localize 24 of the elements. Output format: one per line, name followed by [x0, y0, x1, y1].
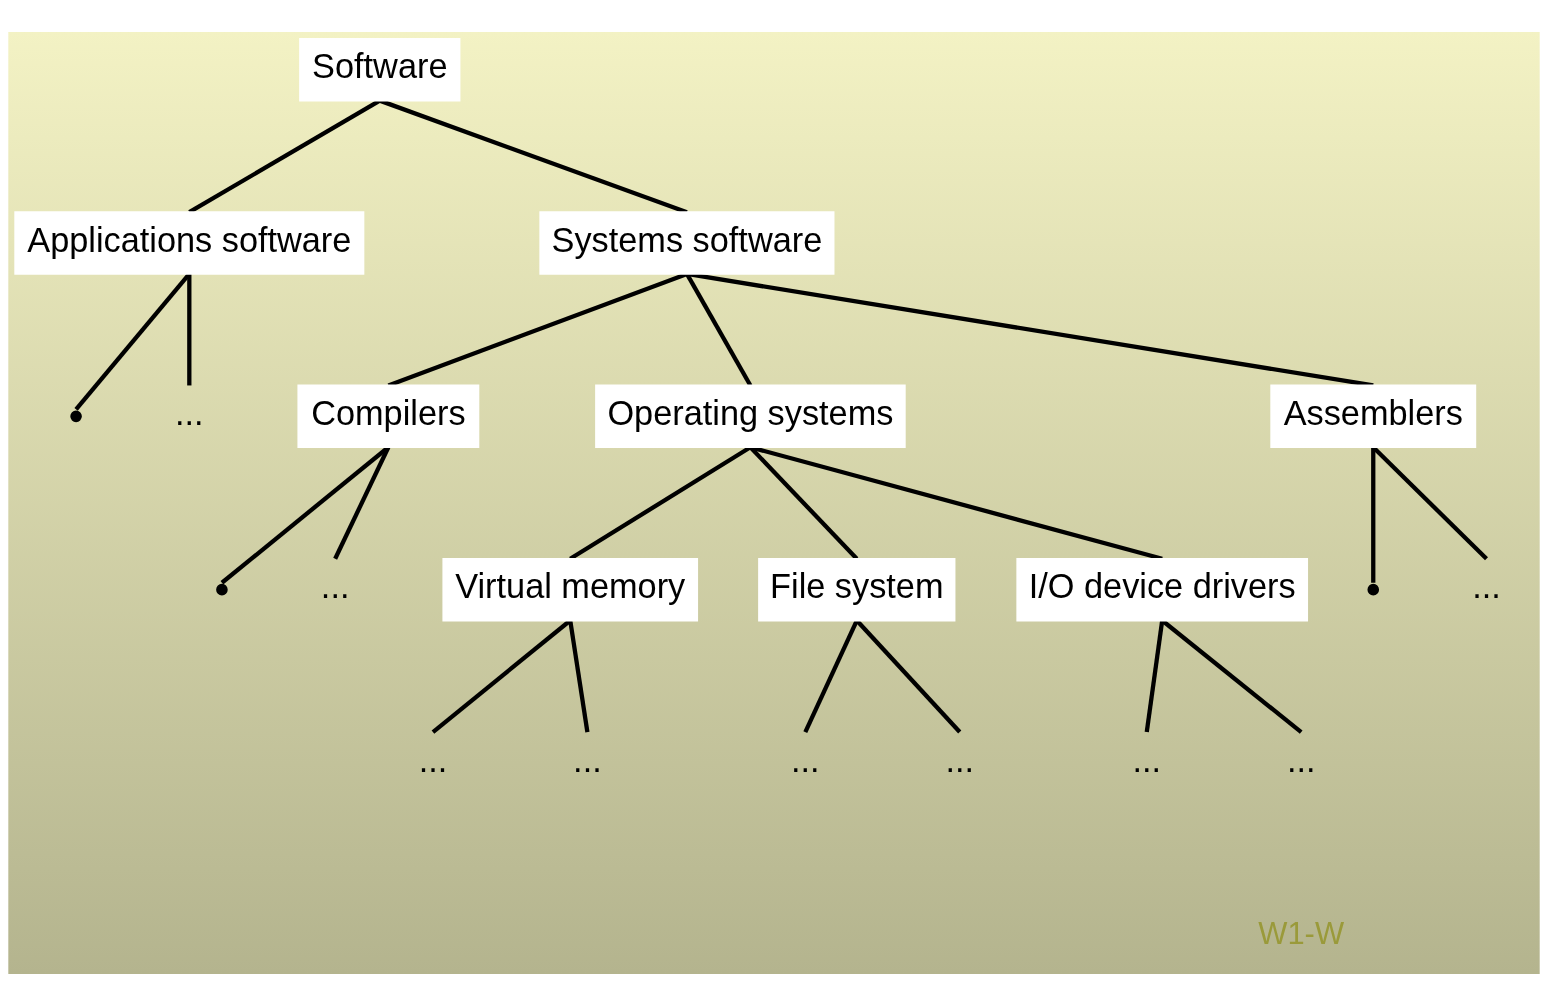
node-text: ...: [1472, 566, 1501, 605]
node-text: ...: [791, 740, 820, 779]
node-box: Systems software: [539, 210, 835, 275]
node-box: Assemblers: [1270, 384, 1477, 448]
node-box: Virtual memory: [442, 557, 699, 621]
node-text: ...: [1286, 740, 1316, 779]
node-text: ...: [945, 740, 975, 779]
node-point: [1367, 583, 1380, 595]
connector: [1371, 446, 1376, 583]
node-box: Applications software: [14, 210, 365, 275]
node-text: ...: [573, 740, 602, 779]
label: W1-W: [1258, 915, 1345, 951]
connector: [187, 273, 192, 385]
node-point: [216, 583, 228, 595]
node-point: [70, 410, 82, 422]
node-box: Software: [299, 37, 461, 101]
node-box: Operating systems: [595, 384, 906, 448]
node-text: ...: [1132, 740, 1162, 779]
node-text: ...: [320, 566, 350, 605]
node-text: ...: [175, 393, 204, 432]
node-box: Compilers: [297, 384, 480, 448]
node-box: File system: [758, 557, 956, 621]
node-box: I/O device drivers: [1016, 557, 1309, 621]
node-text: ...: [418, 740, 448, 779]
